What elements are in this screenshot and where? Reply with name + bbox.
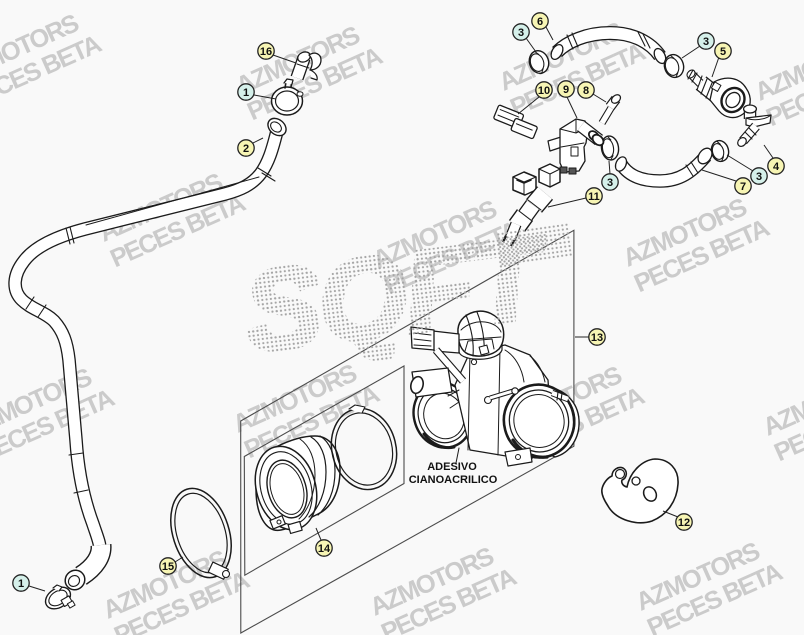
svg-text:4: 4 [773, 161, 780, 173]
svg-text:ADESIVO: ADESIVO [427, 461, 477, 473]
svg-text:10: 10 [538, 85, 550, 97]
svg-text:3: 3 [756, 171, 762, 183]
svg-text:5: 5 [720, 46, 726, 58]
svg-text:3: 3 [518, 27, 524, 39]
svg-text:8: 8 [583, 85, 589, 97]
svg-text:1: 1 [243, 87, 249, 99]
svg-text:7: 7 [740, 181, 746, 193]
svg-text:12: 12 [678, 517, 690, 529]
svg-text:6: 6 [537, 16, 543, 28]
svg-text:14: 14 [318, 543, 331, 555]
svg-text:11: 11 [588, 191, 600, 203]
svg-text:15: 15 [162, 561, 174, 573]
svg-text:CIANOACRILICO: CIANOACRILICO [409, 474, 498, 486]
svg-text:13: 13 [591, 332, 603, 344]
svg-text:16: 16 [260, 46, 272, 58]
svg-text:9: 9 [563, 84, 569, 96]
svg-text:3: 3 [607, 177, 613, 189]
svg-text:3: 3 [703, 36, 709, 48]
svg-text:1: 1 [18, 578, 24, 590]
svg-text:2: 2 [243, 143, 249, 155]
